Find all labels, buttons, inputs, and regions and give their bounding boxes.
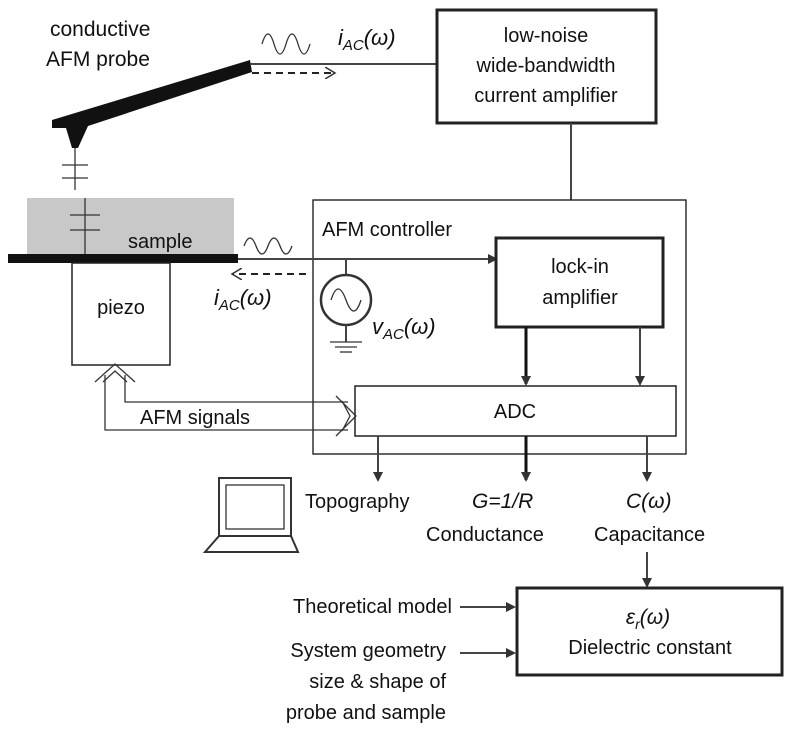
substrate-electrode [8, 254, 238, 263]
afm-controller-label: AFM controller [322, 219, 452, 241]
lockin-line1: lock-in [551, 256, 609, 278]
vac-label: vAC(ω) [372, 314, 436, 343]
probe-label-line1: conductive [50, 18, 150, 41]
topography-label: Topography [305, 491, 410, 513]
system-geometry-line3: probe and sample [286, 702, 446, 724]
dielectric-constant-label: Dielectric constant [568, 637, 732, 659]
afm-signals-line-lower [104, 375, 348, 431]
iac-bottom-label: iAC(ω) [214, 285, 272, 314]
current-amp-line3: current amplifier [474, 85, 618, 107]
dielectric-constant-box [515, 586, 784, 677]
computer-icon [202, 477, 300, 553]
sample-label: sample [128, 231, 192, 253]
current-amplifier-box [435, 8, 658, 125]
conductance-label: Conductance [426, 524, 544, 546]
current-amp-line2: wide-bandwidth [476, 55, 616, 77]
afm-signals-line-upper [124, 375, 348, 403]
piezo-input-chevron [94, 363, 136, 383]
afm-probe-cantilever [52, 60, 252, 148]
piezo-label: piezo [97, 297, 145, 319]
epsilon-label: εr(ω) [626, 606, 670, 632]
system-geometry-line2: size & shape of [309, 671, 446, 693]
lockin-line2: amplifier [542, 287, 618, 309]
adc-label: ADC [494, 401, 536, 423]
theoretical-model-label: Theoretical model [293, 596, 452, 618]
current-amp-line1: low-noise [504, 25, 588, 47]
lockin-amplifier-box [494, 236, 665, 329]
probe-label-line2: AFM probe [46, 48, 150, 71]
ac-voltage-source-wave [330, 288, 362, 312]
system-geometry-line1: System geometry [290, 640, 446, 662]
afm-signals-label: AFM signals [140, 407, 250, 429]
c-label: C(ω) [626, 490, 672, 513]
afm-signals-label-bg [137, 405, 295, 429]
adc-box [354, 385, 677, 437]
adc-input-chevron [335, 395, 357, 437]
sample-layer [27, 198, 234, 256]
g-label: G=1/R [472, 490, 533, 513]
capacitance-label: Capacitance [594, 524, 705, 546]
piezo-box [71, 262, 171, 366]
ac-wave-top-icon [261, 33, 311, 55]
ac-wave-mid-icon [243, 237, 293, 255]
iac-top-label: iAC(ω) [338, 25, 396, 54]
